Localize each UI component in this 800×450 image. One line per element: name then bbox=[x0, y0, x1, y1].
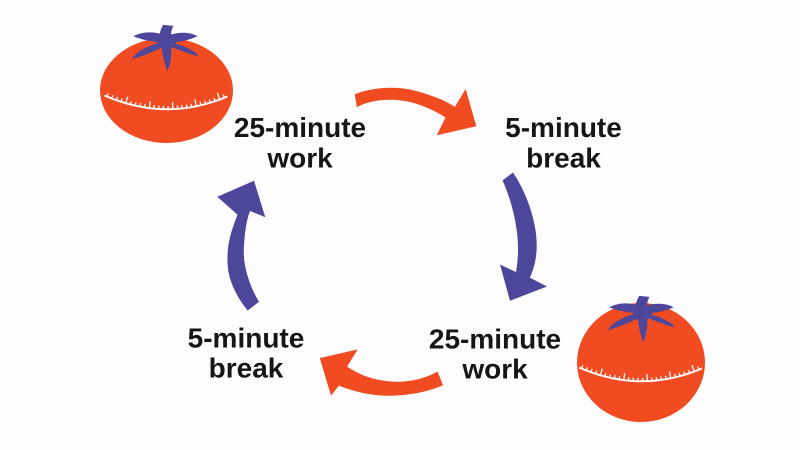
svg-text:work: work bbox=[266, 143, 333, 174]
svg-text:break: break bbox=[209, 352, 284, 383]
svg-text:work: work bbox=[461, 353, 528, 384]
svg-text:25-minute: 25-minute bbox=[429, 324, 561, 355]
svg-text:25-minute: 25-minute bbox=[234, 112, 366, 143]
svg-text:break: break bbox=[526, 142, 601, 173]
svg-text:5-minute: 5-minute bbox=[505, 112, 622, 143]
svg-text:5-minute: 5-minute bbox=[188, 323, 305, 354]
